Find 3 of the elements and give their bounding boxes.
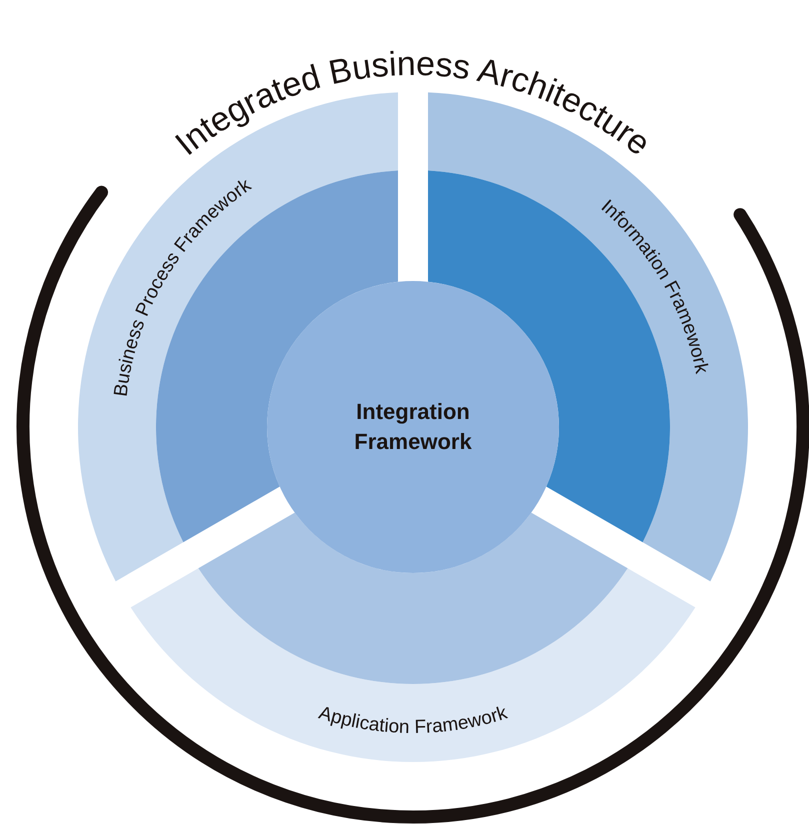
framework-segment bbox=[130, 512, 696, 762]
center-label: Integration Framework bbox=[353, 398, 473, 456]
segment-label: Application Framework bbox=[316, 702, 510, 738]
